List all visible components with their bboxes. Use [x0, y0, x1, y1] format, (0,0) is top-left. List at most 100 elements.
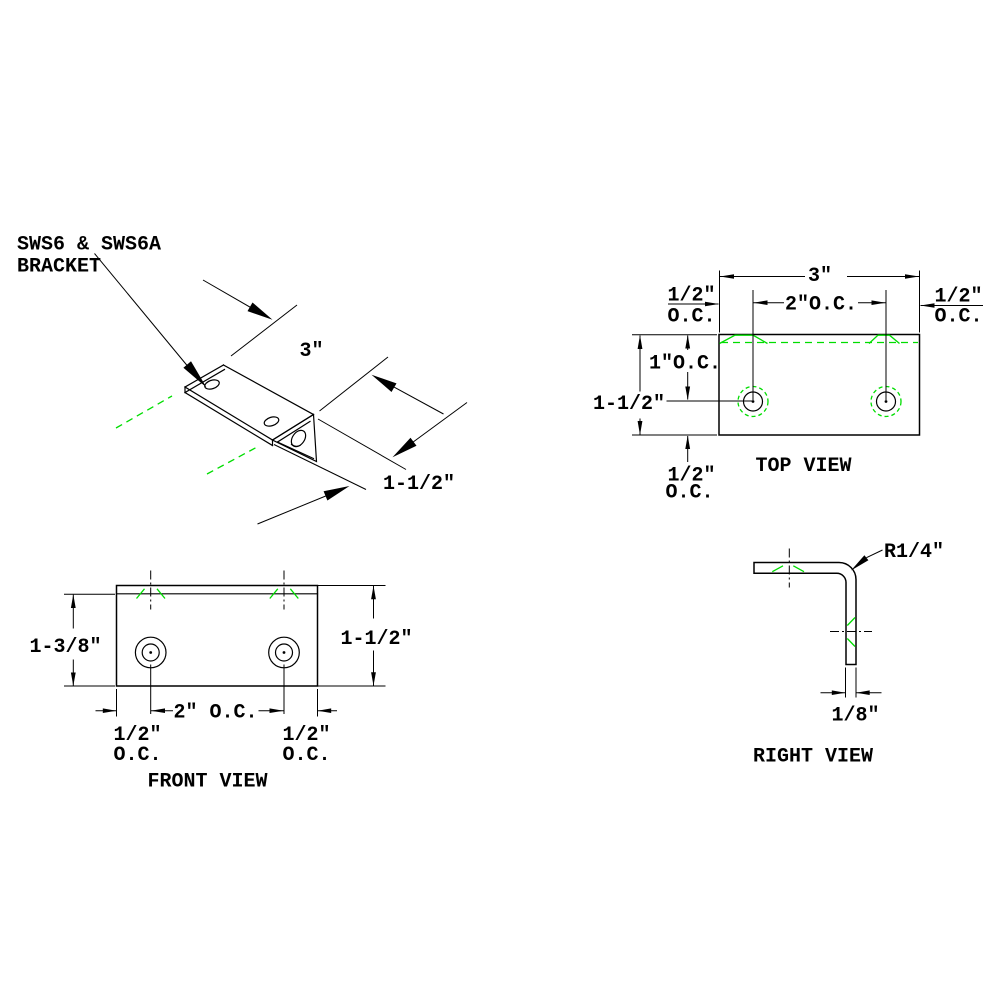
leader-arrowhead-icon: [851, 555, 869, 571]
right-view: R1/4" 1/8" RIGHT VIEW: [753, 541, 944, 769]
arrowhead-icon: [871, 300, 886, 305]
front-view: 1-3/8" 1-1/2" 2" O.C. 1/2" O.C.: [29, 570, 413, 794]
arrowhead-icon: [705, 301, 719, 307]
isometric-view: SWS6 & SWS6A BRACKET: [17, 234, 468, 525]
top-right-offset-label2: O.C.: [934, 306, 982, 329]
front-view-outline: [115, 584, 319, 687]
front-left-offset-dimension: 1/2" O.C.: [95, 689, 162, 767]
arrowhead-icon: [753, 300, 768, 305]
hole-right: [268, 636, 300, 669]
hole-inner-circle: [141, 643, 160, 662]
top-view-title: TOP VIEW: [755, 455, 851, 478]
arrowhead-icon: [151, 708, 165, 713]
arrowhead-icon: [905, 274, 919, 279]
plate-front-bottom-edge: [184, 391, 274, 447]
bend-mark-right: [269, 588, 299, 599]
top-hole-spacing-label: 2"O.C.: [785, 294, 857, 317]
front-right-offset-dimension: 1/2" O.C.: [282, 689, 337, 767]
hole-center-dot: [149, 651, 153, 654]
arrowhead-icon: [269, 708, 284, 713]
part-label-line1: SWS6 & SWS6A: [17, 234, 161, 257]
front-left-offset-label1: 1/2": [113, 724, 161, 747]
flange-inner-edge-top: [276, 420, 311, 443]
flange-inner-edge-bottom: [276, 441, 315, 460]
bend-radius-label: R1/4": [884, 541, 944, 564]
extension-line: [230, 304, 298, 357]
plate-front-edge: [184, 386, 274, 441]
top-hole-from-front-label: 1"O.C.: [649, 353, 721, 376]
extension-line: [317, 418, 407, 470]
arrowhead-icon: [831, 690, 846, 695]
arrowhead-icon: [685, 335, 691, 349]
extension-line: [319, 356, 389, 412]
iso-width-dimension: 1-1/2": [257, 402, 468, 525]
iso-width-label: 1-1/2": [383, 473, 455, 496]
iso-length-dimension: 3": [202, 279, 444, 415]
plate-left-end-edge: [184, 364, 225, 388]
top-right-offset-dimension: 1/2" O.C.: [920, 286, 983, 329]
top-depth-label: 1-1/2": [593, 393, 665, 416]
arrowhead-icon: [371, 672, 376, 686]
bend-mark-vertical-leg: [846, 617, 856, 647]
plate-hole-left: [204, 379, 220, 390]
iso-length-label: 3": [299, 340, 323, 363]
arrowhead-icon: [70, 594, 76, 608]
front-below-bend-label: 1-3/8": [29, 636, 101, 659]
hole-inner-circle: [274, 643, 294, 662]
front-hole-spacing-label: 2" O.C.: [173, 702, 257, 725]
hole-left: [134, 636, 167, 669]
extension-line: [317, 585, 386, 687]
front-hole-spacing-dimension: 2" O.C.: [151, 702, 284, 725]
thickness-dimension: 1/8": [820, 667, 882, 728]
plate-left-end-bottom-edge: [184, 368, 226, 394]
arrowhead-icon: [247, 302, 273, 320]
flange-outline: [271, 413, 318, 463]
top-right-offset-label1: 1/2": [934, 286, 982, 309]
arrowhead-icon: [720, 274, 734, 279]
hole-center-dot: [751, 400, 755, 403]
front-right-offset-label2: O.C.: [282, 744, 330, 767]
right-view-title: RIGHT VIEW: [753, 746, 873, 769]
top-left-offset-dimension: 1/2" O.C.: [667, 285, 719, 329]
hole-center-dot: [282, 651, 286, 654]
plate-back-edge: [222, 364, 315, 416]
extension-line: [273, 444, 367, 490]
front-below-bend-dimension: 1-3/8": [29, 593, 115, 687]
extension-line: [64, 593, 115, 687]
label-leader-arrowhead-icon: [183, 361, 207, 388]
top-hole-from-front-dimension: 1"O.C.: [649, 335, 721, 400]
leader-line: [866, 549, 883, 559]
flange-hole-thickness-arc: [290, 443, 301, 447]
arrowhead-icon: [102, 708, 117, 713]
top-left-offset-label1: 1/2": [667, 285, 715, 308]
hole-center-dot: [884, 400, 888, 403]
bend-mark-horizontal-leg: [771, 565, 805, 573]
top-view-outline: [718, 333, 921, 436]
arrowhead-icon: [371, 585, 376, 600]
right-view-profile: [753, 561, 857, 666]
arrowhead-icon: [637, 421, 643, 435]
wire-centerline-dash-right: [206, 445, 260, 475]
thickness-label: 1/8": [831, 705, 879, 728]
arrowhead-icon: [371, 374, 397, 392]
arrowhead-icon: [685, 386, 691, 400]
bracket-isometric-outline: [184, 364, 318, 463]
extension-line: [632, 334, 717, 436]
top-back-offset-dimension: 1/2" O.C.: [665, 435, 716, 505]
arrowhead-icon: [70, 672, 76, 686]
bend-mark-right: [868, 334, 900, 345]
label-leader-line: [94, 253, 200, 381]
arrowhead-icon: [856, 690, 870, 695]
arrowhead-icon: [685, 435, 691, 449]
arrowhead-icon: [317, 708, 332, 713]
top-width-dimension: 3": [719, 265, 920, 333]
front-height-label: 1-1/2": [340, 628, 412, 651]
top-back-offset-label1: 1/2": [667, 465, 715, 488]
front-height-dimension: 1-1/2": [317, 585, 413, 687]
front-right-offset-label1: 1/2": [282, 724, 330, 747]
bend-radius-callout: R1/4": [851, 541, 944, 571]
extension-line: [845, 667, 857, 698]
arrowhead-icon: [637, 335, 643, 349]
